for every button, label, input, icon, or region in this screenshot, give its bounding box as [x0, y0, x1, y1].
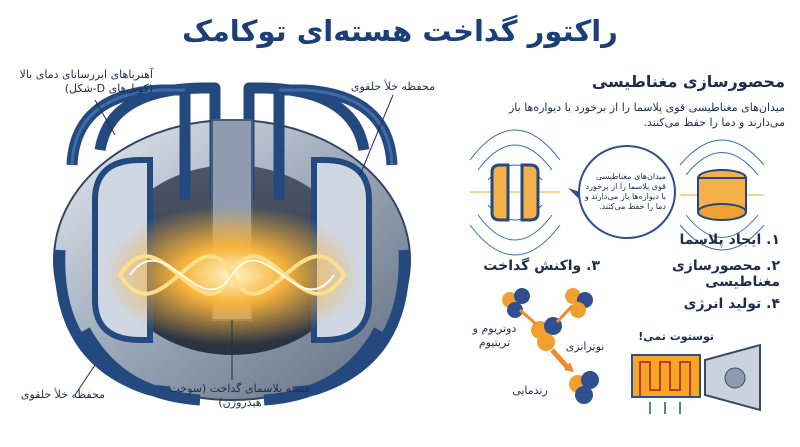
label-energy-callout: توستوت تمی!	[638, 330, 714, 343]
field-diagram-right-cylinder	[697, 169, 747, 221]
tokamak-body	[53, 82, 411, 406]
step-3: ۳. واکنش گداخت	[470, 258, 600, 274]
label-coils: آهنرباهای ابررسانای دمای بالا (کویل‌های …	[19, 68, 153, 95]
step-4: ۴. تولید انرژی	[640, 296, 780, 312]
step-1-num: ۱.	[766, 232, 780, 248]
label-neutron: نوترانزی	[565, 340, 605, 353]
field-diagram-left-coils	[490, 163, 540, 222]
field-diagram-left	[469, 129, 561, 256]
confinement-description: میدان‌های مغناطیسی قوی پلاسما را از برخو…	[508, 101, 785, 129]
step-2: ۲. محصورسازی مغناطیسی	[600, 258, 780, 290]
step-4-label: تولید انرژی	[683, 296, 762, 312]
step-1: ۱. ایجاد پلاسما	[600, 232, 780, 248]
step-3-label: واکنش گداخت	[483, 258, 582, 274]
plasma-loop	[117, 254, 347, 296]
step-1-label: ایجاد پلاسما	[679, 232, 762, 248]
step-3-num: ۳.	[586, 258, 600, 274]
fusion-reaction	[502, 288, 599, 404]
page-title: راکتور گداخت هسته‌ای توکامک	[182, 14, 618, 48]
step-4-num: ۴.	[766, 296, 780, 312]
label-plasma-core: هسته پلاسمای گداخت (سوخت هیدروژن)	[169, 382, 311, 409]
label-reactants: دوتریوم و تریتیوم	[472, 322, 517, 349]
energy-production	[631, 343, 761, 414]
label-vessel-top: محفظه خلأ حلقوی	[350, 80, 435, 93]
bubble-text: میدان‌های مغناطیسی قوی پلاسما را از برخو…	[584, 172, 666, 211]
label-vessel-bottom: محفظه خلأ حلقوی	[20, 388, 105, 401]
step-2-num: ۲.	[766, 258, 780, 274]
confinement-heading: محصورسازی مغناطیسی	[591, 72, 785, 91]
step-2-label: محصورسازی مغناطیسی	[671, 258, 780, 290]
label-product: رندمایی	[512, 384, 548, 397]
